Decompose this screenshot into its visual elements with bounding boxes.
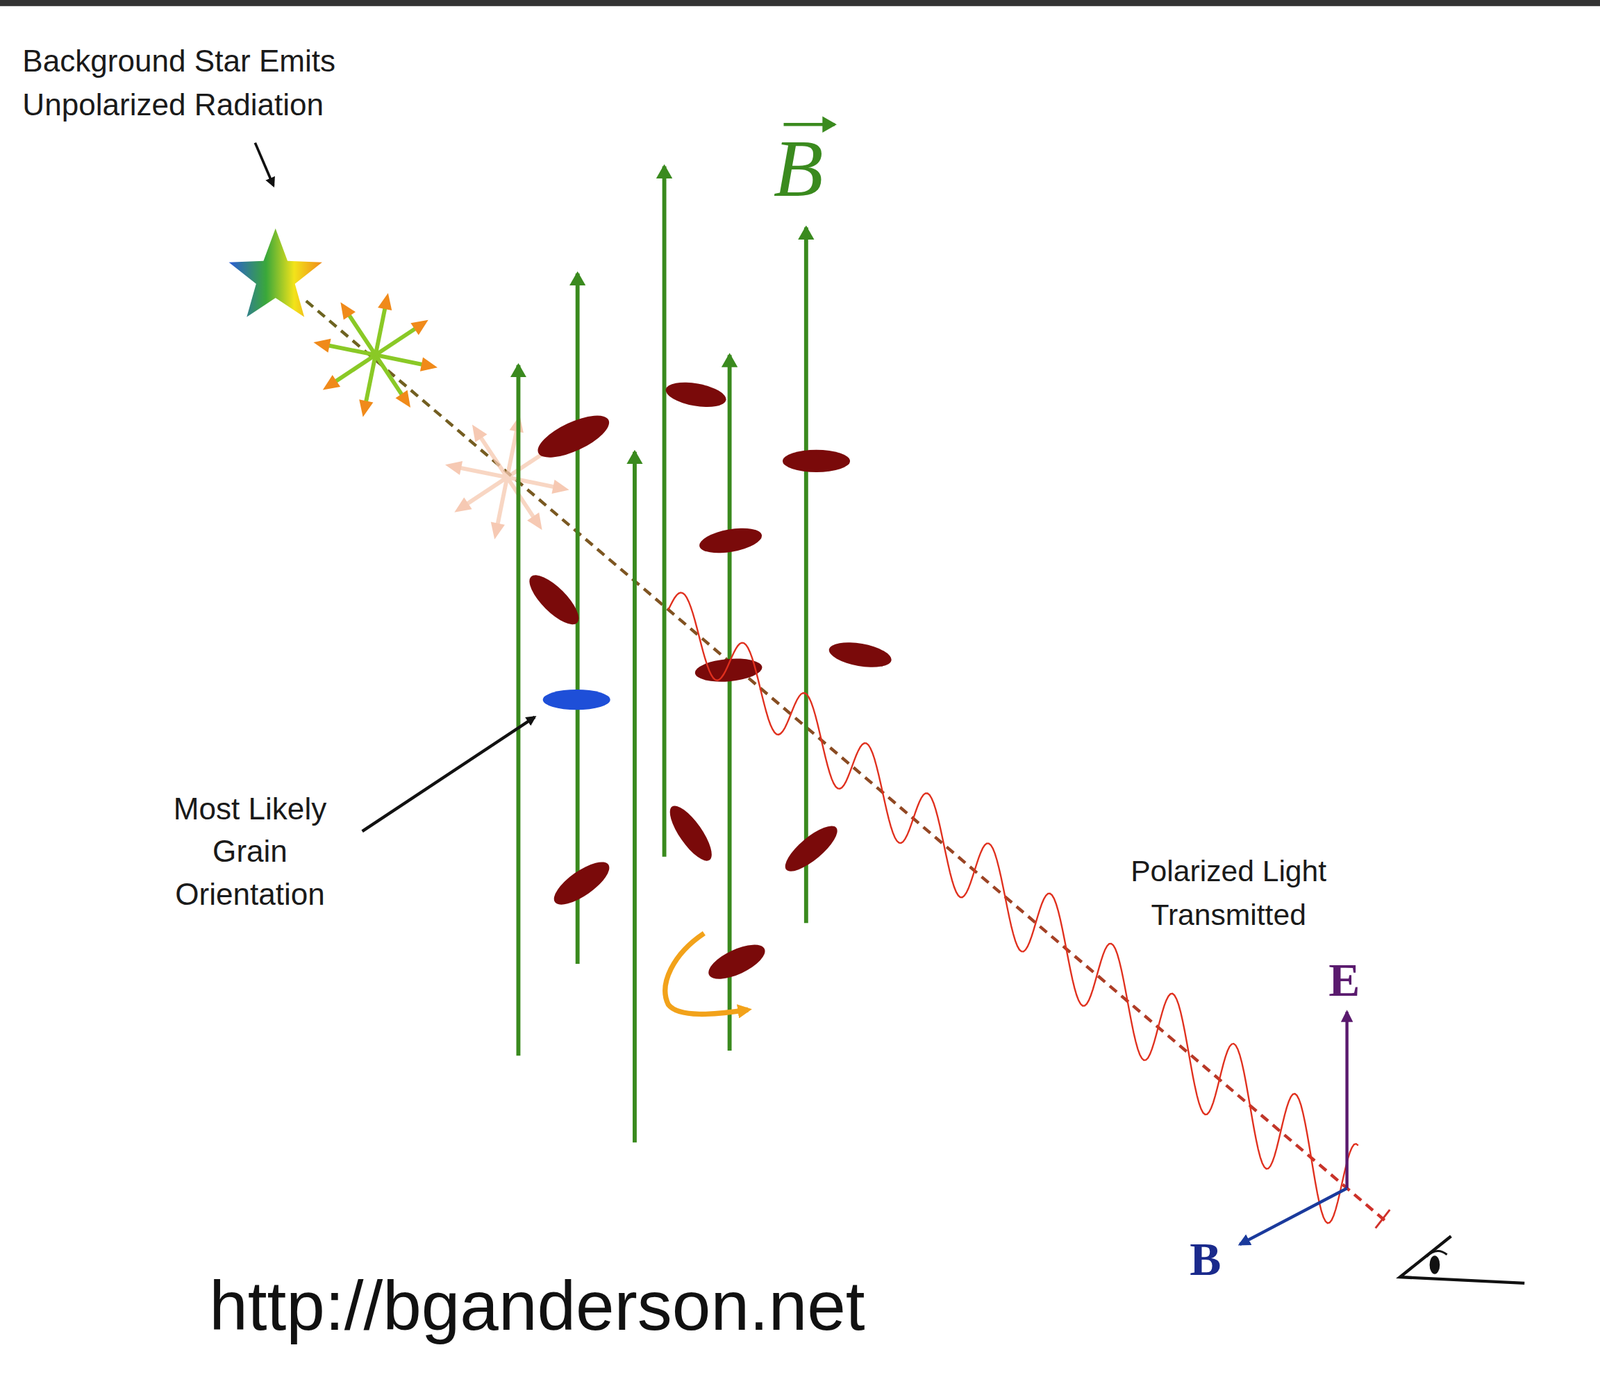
burst-ray [375, 327, 419, 356]
burst-ray [347, 312, 376, 355]
em-wave [668, 592, 1358, 1223]
field-line [727, 354, 732, 1051]
burst-tip [527, 512, 543, 530]
dust-grain [782, 450, 850, 473]
dust-grain [663, 800, 719, 867]
spin-arrow [665, 933, 748, 1014]
grain-note: Most Likely Grain Orientation [137, 787, 362, 916]
burst-tip [454, 497, 472, 513]
burst-tip [313, 338, 331, 353]
burst-tip [551, 479, 569, 494]
source-note: Background Star Emits Unpolarized Radiat… [22, 38, 403, 127]
burst-tip [340, 302, 356, 320]
dust-grain [703, 938, 770, 987]
field-symbol: B [773, 124, 824, 212]
field-line [804, 227, 809, 924]
dust-grain [827, 638, 894, 672]
dust-grain [547, 854, 616, 913]
field-line [632, 452, 637, 1143]
e-field-symbol: E [1328, 954, 1360, 1006]
leader-arrow [362, 717, 535, 832]
dust-grain [522, 568, 586, 632]
burst-tip [377, 293, 392, 311]
burst-ray [506, 477, 536, 520]
field-lines [518, 165, 806, 1143]
dust-grain [531, 406, 615, 466]
burst-ray [464, 477, 507, 506]
b-field-arrow [1239, 1188, 1347, 1245]
field-line [516, 365, 521, 1056]
eye-outline [1400, 1236, 1525, 1284]
polarization-burst [313, 293, 438, 418]
aligned-grain [543, 689, 611, 710]
dust-grain [779, 819, 844, 879]
source-url: http://bganderson.net [209, 1264, 865, 1347]
e-field-arrow [1345, 1011, 1348, 1189]
light-ray [306, 300, 1389, 1223]
burst-tip [420, 357, 438, 372]
top-bar [0, 0, 1600, 7]
eye-lid [1426, 1251, 1447, 1257]
leader-arrow [254, 143, 273, 187]
ray-tick [1375, 1209, 1391, 1228]
eye-pupil [1429, 1255, 1441, 1274]
burst-ray [375, 354, 405, 398]
b-field-symbol: B [1189, 1234, 1221, 1285]
dust-grains [522, 378, 894, 987]
burst-ray [479, 434, 508, 478]
eye-symbol [1400, 1236, 1525, 1284]
burst-tip [445, 461, 463, 475]
burst-tip [395, 390, 412, 408]
burst-ray [332, 354, 375, 384]
burst-tip [410, 320, 428, 336]
polarization-bursts [313, 293, 569, 540]
field-line [662, 165, 667, 857]
burst-tip [322, 375, 341, 391]
dust-grain [663, 378, 728, 412]
wave-note: Polarized Light Transmitted [1100, 850, 1357, 938]
dust-grain [697, 524, 764, 558]
burst-tip [490, 522, 505, 540]
burst-tip [359, 399, 373, 417]
burst-tip [472, 425, 488, 443]
